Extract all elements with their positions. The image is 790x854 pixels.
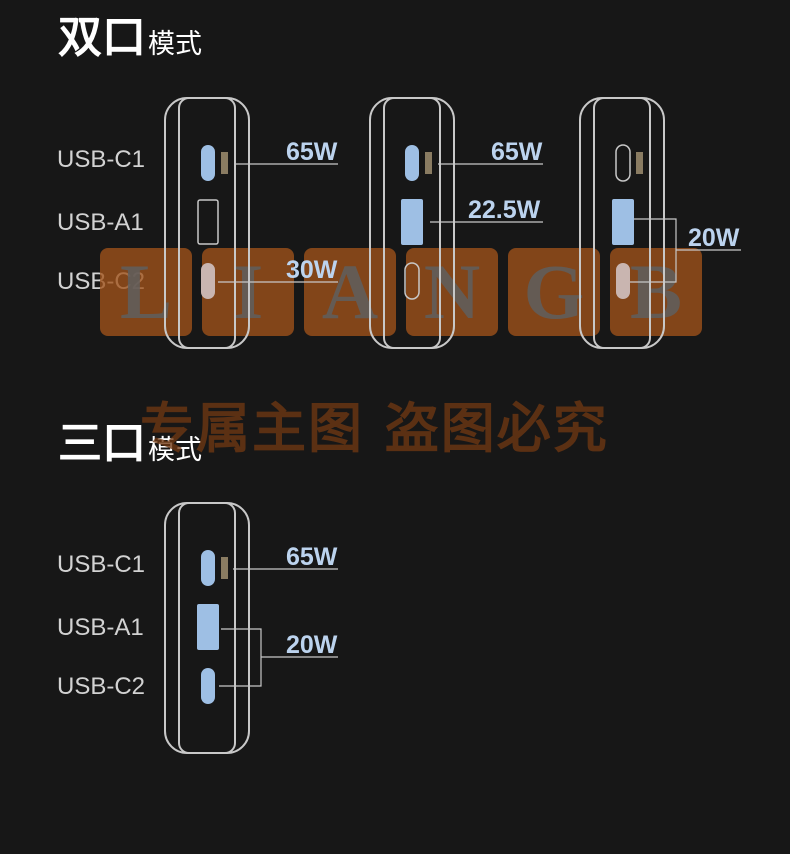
- dual-port-mode-heading: 双口 模式: [58, 16, 202, 60]
- usb-a1-port: [197, 199, 219, 245]
- usb-a1-port: [401, 199, 423, 245]
- watt-usb-a1: 22.5W: [468, 196, 541, 224]
- power-bank-dual-a1-c2: 20W: [579, 97, 741, 349]
- usb-c2-port: [404, 262, 420, 300]
- fast-charge-icon: [221, 557, 228, 579]
- watermark-letter: A: [304, 248, 396, 336]
- watt-shared: 20W: [688, 224, 740, 252]
- triple-port-title: 三口: [58, 419, 146, 468]
- label-usb-a1: USB-A1: [57, 209, 144, 236]
- usb-a1-port: [612, 199, 634, 245]
- usb-c1-port: [405, 145, 419, 181]
- power-bank-dual-c1-a1: 65W 22.5W: [369, 97, 543, 349]
- mode-suffix: 模式: [148, 29, 202, 59]
- label-usb-c1: USB-C1: [57, 146, 146, 173]
- watermark-letter: N: [406, 248, 498, 336]
- watt-usb-c1: 65W: [491, 138, 543, 166]
- watermark-letter: G: [508, 248, 600, 336]
- power-bank-dual-c1-c2: 65W 30W: [164, 97, 338, 349]
- usb-c2-port: [201, 263, 215, 299]
- usb-c1-port: [615, 144, 631, 182]
- watermark-text: 专属主图 盗图必究: [140, 396, 609, 460]
- watt-shared: 20W: [286, 631, 338, 659]
- usb-c1-port: [201, 550, 215, 586]
- label-usb-a1: USB-A1: [57, 614, 144, 641]
- fast-charge-icon: [636, 152, 643, 174]
- fast-charge-icon: [425, 152, 432, 174]
- usb-c2-port: [616, 263, 630, 299]
- fast-charge-icon: [221, 152, 228, 174]
- power-bank-triple: 65W 20W: [164, 502, 338, 754]
- dual-port-title: 双口: [58, 13, 146, 62]
- watermark-letter: L: [100, 248, 192, 336]
- triple-port-mode-heading: 三口 模式: [58, 422, 202, 466]
- label-usb-c1: USB-C1: [57, 551, 146, 578]
- label-usb-c2: USB-C2: [57, 673, 146, 700]
- watt-usb-c1: 65W: [286, 138, 338, 166]
- watt-usb-c1: 65W: [286, 543, 338, 571]
- usb-c2-port: [201, 668, 215, 704]
- usb-c1-port: [201, 145, 215, 181]
- watt-usb-c2: 30W: [286, 256, 338, 284]
- mode-suffix: 模式: [148, 435, 202, 465]
- usb-a1-port: [197, 604, 219, 650]
